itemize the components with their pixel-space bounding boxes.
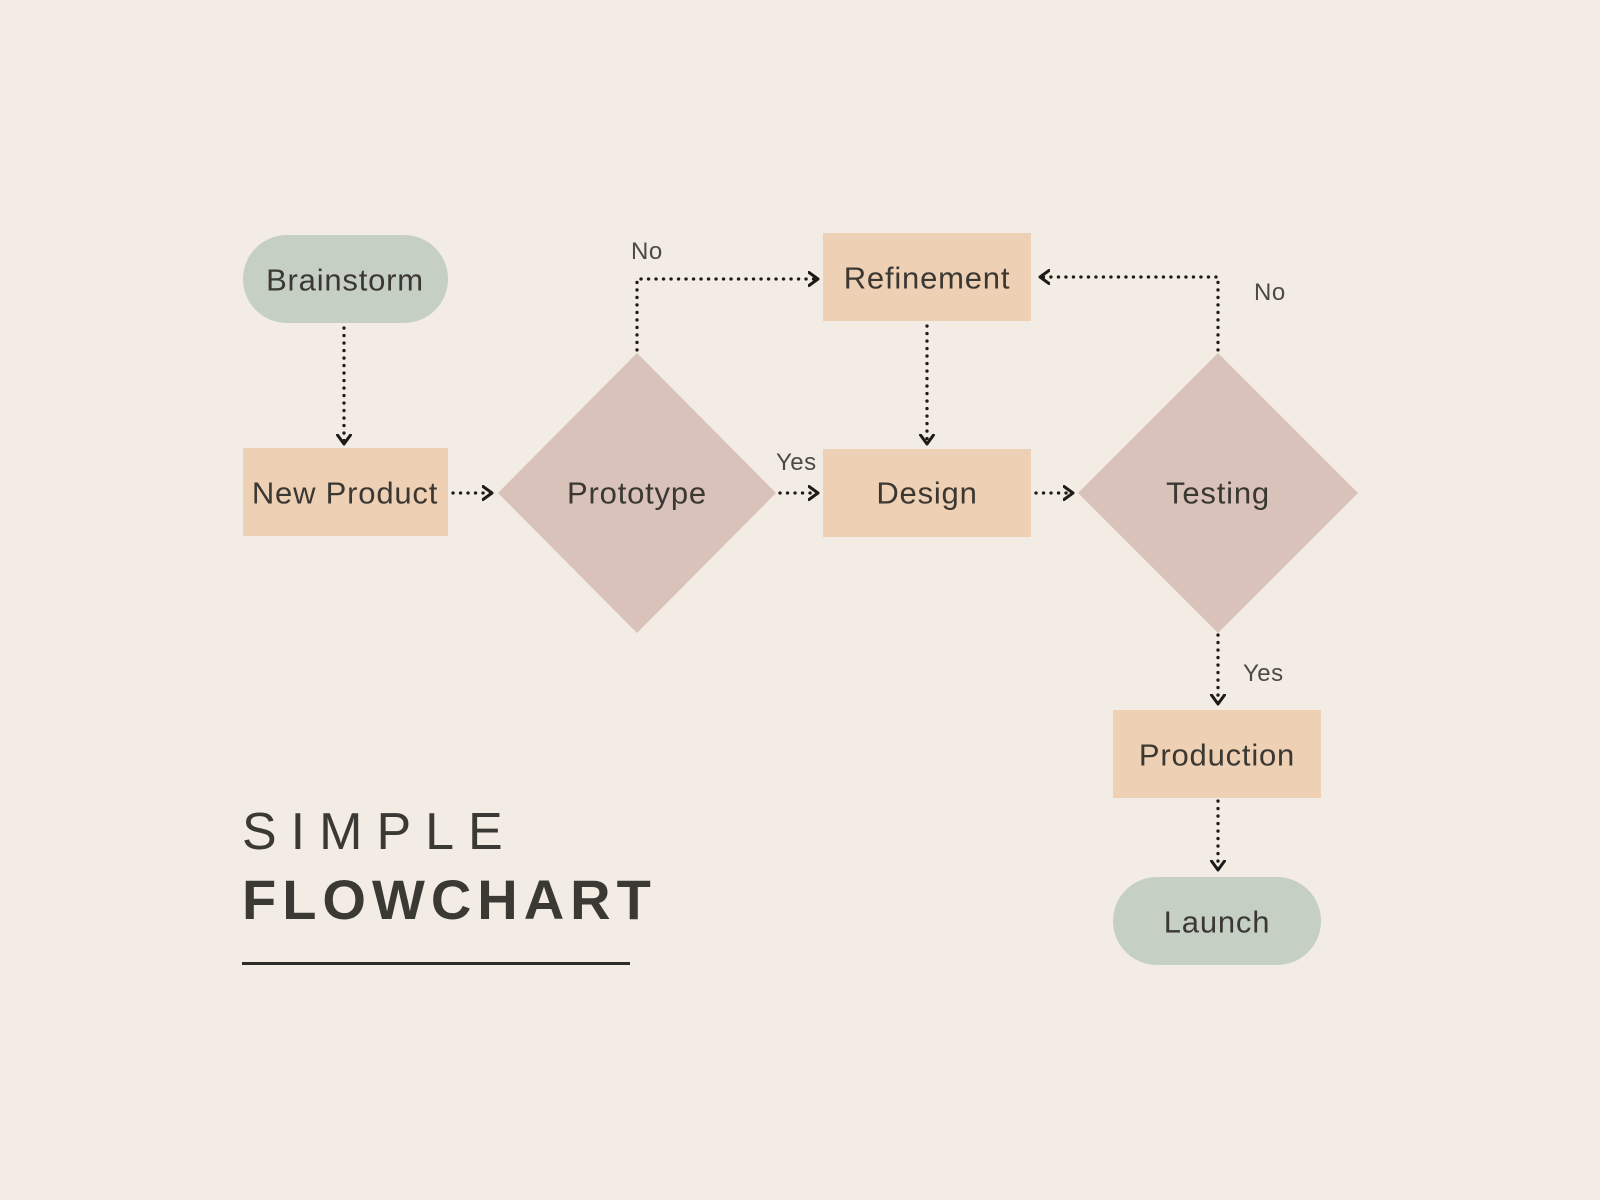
edge-label-prototype-no: No — [631, 238, 663, 265]
node-prototype-label: Prototype — [567, 476, 707, 511]
node-testing-label: Testing — [1166, 476, 1270, 511]
node-brainstorm — [243, 235, 448, 323]
edge-label-testing-yes: Yes — [1243, 660, 1284, 687]
node-production-label: Production — [1139, 738, 1295, 773]
node-production — [1113, 710, 1321, 798]
diagram-title-line2: FLOWCHART — [242, 868, 657, 931]
node-design — [823, 449, 1031, 537]
node-design-label: Design — [876, 476, 977, 511]
node-refinement-label: Refinement — [844, 261, 1011, 296]
node-new-product-label: New Product — [252, 476, 438, 511]
node-prototype — [498, 353, 776, 633]
title-underline — [242, 962, 630, 965]
edge-label-prototype-yes: Yes — [776, 449, 817, 476]
node-launch-label: Launch — [1164, 905, 1271, 940]
diagram-title: SIMPLE FLOWCHART — [242, 806, 662, 965]
node-testing — [1078, 353, 1358, 633]
node-launch — [1113, 877, 1321, 965]
diagram-title-line1: SIMPLE — [242, 803, 517, 861]
node-refinement — [823, 233, 1031, 321]
edge-prototype-no-to-refinement — [635, 279, 820, 352]
edge-label-testing-no: No — [1254, 279, 1286, 306]
edge-testing-no-to-refinement — [1038, 277, 1220, 352]
node-brainstorm-label: Brainstorm — [266, 263, 424, 298]
node-new-product — [243, 448, 448, 536]
